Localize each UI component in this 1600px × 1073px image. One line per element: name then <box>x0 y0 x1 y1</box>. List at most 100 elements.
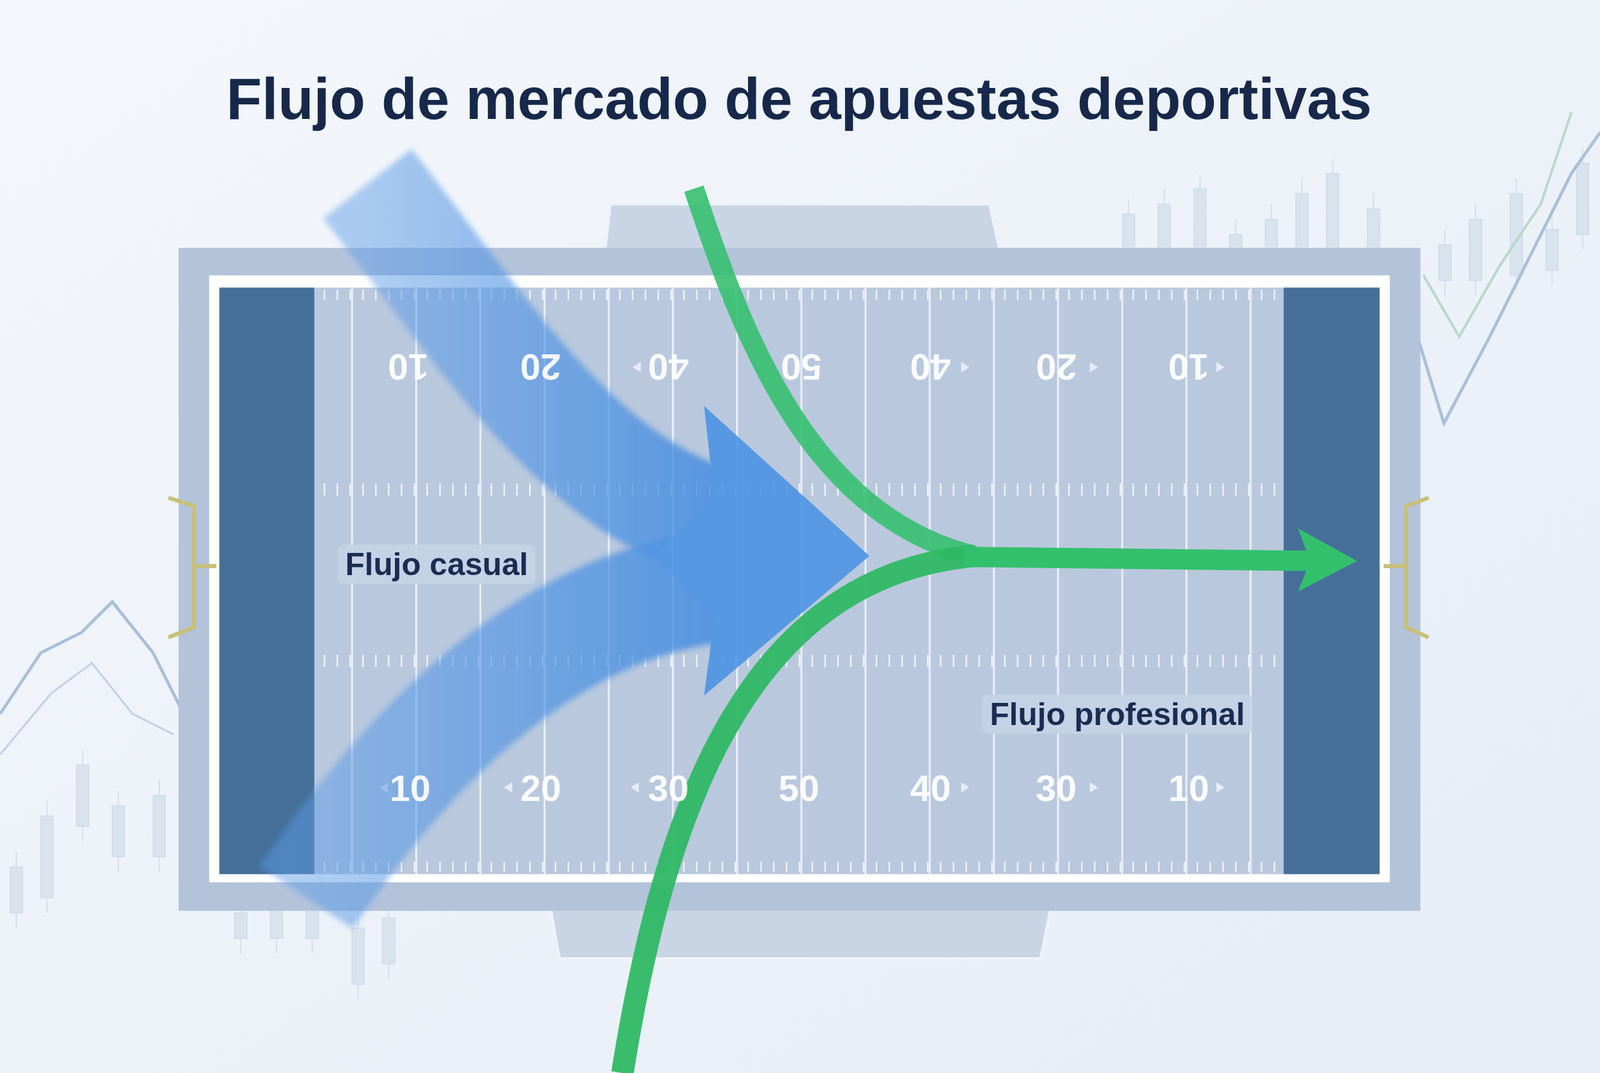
stroke <box>375 655 377 668</box>
yard-number: 40 <box>648 346 690 389</box>
stroke <box>1029 655 1032 668</box>
stroke <box>387 483 390 496</box>
stroke <box>439 862 441 873</box>
stroke <box>490 483 492 496</box>
stroke <box>1158 862 1160 873</box>
stroke <box>1017 862 1019 873</box>
stroke <box>349 655 351 668</box>
stroke <box>978 289 980 300</box>
candle <box>382 918 395 965</box>
stroke <box>567 289 569 300</box>
stroke <box>952 655 954 668</box>
stroke <box>991 655 993 668</box>
stroke <box>477 862 480 873</box>
stroke <box>1132 483 1134 496</box>
stroke <box>682 862 685 873</box>
stroke <box>978 655 980 668</box>
stroke <box>1170 862 1173 873</box>
stroke <box>1029 862 1032 873</box>
stroke <box>426 862 428 873</box>
goal-post <box>168 498 217 638</box>
stroke <box>913 289 916 300</box>
flow-label: Flujo profesional <box>982 694 1253 735</box>
stroke <box>1055 483 1057 496</box>
stroke <box>375 483 377 496</box>
stroke <box>349 483 351 496</box>
stroke <box>1209 862 1211 873</box>
stroke <box>490 862 492 873</box>
stroke <box>1273 289 1275 300</box>
field-surround <box>178 248 1421 912</box>
stroke <box>477 483 480 496</box>
stroke <box>786 289 788 300</box>
stroke <box>400 483 402 496</box>
stroke <box>875 289 878 300</box>
candle <box>234 913 247 939</box>
stroke <box>362 655 364 668</box>
candle <box>1438 244 1451 281</box>
flow-label: Flujo casual <box>337 544 537 585</box>
stroke <box>413 655 415 668</box>
stroke <box>375 289 377 300</box>
stroke <box>747 289 749 300</box>
stroke <box>1183 862 1185 873</box>
stroke <box>413 483 415 496</box>
stroke <box>1196 862 1199 873</box>
stroke <box>323 655 325 668</box>
stroke <box>323 289 325 300</box>
stroke <box>529 289 531 300</box>
stroke <box>618 862 621 873</box>
stroke <box>1068 655 1070 668</box>
stroke <box>798 289 800 300</box>
stroke <box>413 862 415 873</box>
stroke <box>580 862 582 873</box>
stroke <box>760 862 762 873</box>
candle <box>153 795 166 857</box>
stroke <box>1121 287 1124 875</box>
stroke <box>696 289 698 300</box>
yard-number: 10 <box>387 346 430 389</box>
stroke <box>927 655 929 668</box>
trend-line <box>0 663 174 756</box>
trend-line <box>1423 112 1572 337</box>
stroke <box>747 862 749 873</box>
stroke <box>1273 483 1275 496</box>
stroke <box>1029 483 1032 496</box>
stroke <box>1003 483 1006 496</box>
professional-flow-arrow <box>622 188 1357 1073</box>
stroke <box>1119 655 1121 668</box>
yard-number: 20 <box>520 766 562 809</box>
stroke <box>811 483 813 496</box>
stroke <box>1093 655 1095 668</box>
stroke <box>901 289 903 300</box>
yard-number: 10 <box>389 766 432 809</box>
stroke <box>631 862 633 873</box>
stroke <box>888 483 890 496</box>
stroke <box>567 862 569 873</box>
stroke <box>644 289 647 300</box>
stroke <box>1106 483 1109 496</box>
stroke <box>734 862 737 873</box>
stroke <box>465 862 467 873</box>
endzone <box>219 287 315 875</box>
stroke <box>1119 862 1121 873</box>
stroke <box>913 862 916 873</box>
stroke <box>696 862 698 873</box>
yard-number: 10 <box>1168 346 1210 389</box>
stroke <box>952 289 954 300</box>
stroke <box>1093 483 1095 496</box>
stroke <box>1003 289 1006 300</box>
diagram-title: Flujo de mercado de apuestas deportivas <box>225 65 1372 133</box>
stroke <box>1273 655 1275 668</box>
stroke <box>1119 483 1121 496</box>
stroke <box>708 862 711 873</box>
stroke <box>1222 289 1224 300</box>
stroke <box>1235 655 1237 668</box>
stroke <box>593 862 595 873</box>
stroke <box>682 289 685 300</box>
stroke <box>978 862 980 873</box>
stroke <box>1209 289 1211 300</box>
stroke <box>952 862 954 873</box>
